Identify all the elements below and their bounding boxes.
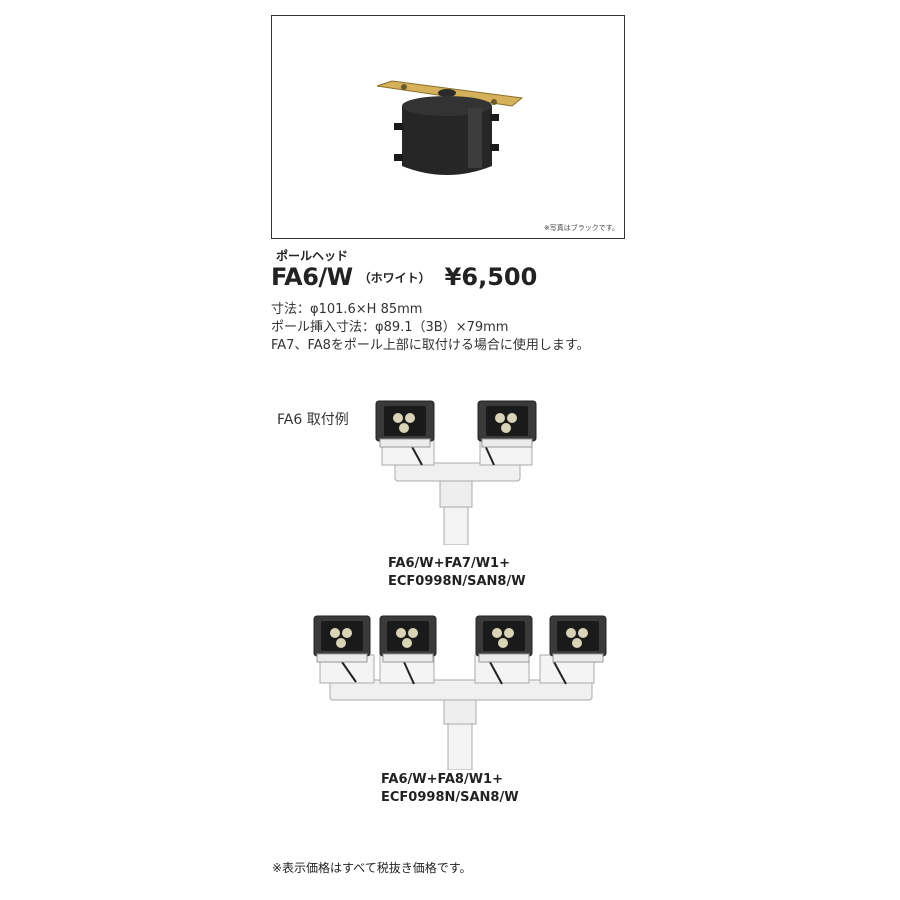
cable-2	[403, 661, 415, 685]
set-screw-3	[490, 114, 499, 121]
photo-note: ※写真はブラックです。	[543, 224, 619, 232]
set-screw-1	[394, 123, 403, 130]
product-price: ¥6,500	[444, 263, 538, 291]
product-title-row: FA6/W （ホワイト） ¥6,500	[271, 263, 537, 291]
crossbar	[394, 462, 521, 482]
set-screw-4	[490, 144, 499, 151]
example1-diagram	[375, 400, 537, 545]
cylinder-highlight	[468, 108, 482, 168]
example2-caption-line2: ECF0998N/SAN8/W	[381, 790, 519, 805]
cable-4	[553, 661, 567, 685]
product-photo-frame: ※写真はブラックです。	[271, 15, 625, 239]
cable-1	[341, 661, 357, 683]
fixture-3	[475, 615, 533, 663]
pole-head-photo	[376, 80, 524, 175]
example2-caption-line1: FA6/W+FA8/W1+	[381, 772, 503, 787]
price-footnote: ※表示価格はすべて税抜き価格です。	[272, 861, 472, 875]
example1-caption-line2: ECF0998N/SAN8/W	[388, 574, 526, 589]
example1-caption: FA6/W+FA7/W1+ ECF0998N/SAN8/W	[388, 555, 526, 591]
fixture-left	[375, 400, 435, 448]
example2-diagram	[313, 615, 607, 770]
product-model: FA6/W	[271, 263, 353, 291]
center-nut	[438, 89, 456, 97]
fixture-2	[379, 615, 437, 663]
product-color: （ホワイト）	[358, 271, 431, 285]
product-category: ポールヘッド	[276, 249, 349, 263]
example-label: FA6 取付例	[277, 412, 349, 428]
fixture-right	[477, 400, 537, 448]
pole-head	[443, 697, 477, 725]
fixture-4	[549, 615, 607, 663]
example1-caption-line1: FA6/W+FA7/W1+	[388, 556, 510, 571]
spec-dimensions: 寸法：φ101.6×H 85mm	[271, 302, 423, 317]
spec-usage: FA7、FA8をポール上部に取付ける場合に使用します。	[271, 338, 590, 353]
plate-bolt-right	[491, 99, 497, 105]
example2-caption: FA6/W+FA8/W1+ ECF0998N/SAN8/W	[381, 771, 519, 807]
set-screw-2	[394, 154, 403, 161]
crossbar	[329, 679, 593, 701]
spec-pole-insert: ポール挿入寸法：φ89.1（3B）×79mm	[271, 320, 509, 335]
pole-head	[439, 476, 473, 508]
cable-3	[489, 661, 503, 685]
fixture-1	[313, 615, 371, 663]
plate-bolt-left	[401, 84, 407, 90]
